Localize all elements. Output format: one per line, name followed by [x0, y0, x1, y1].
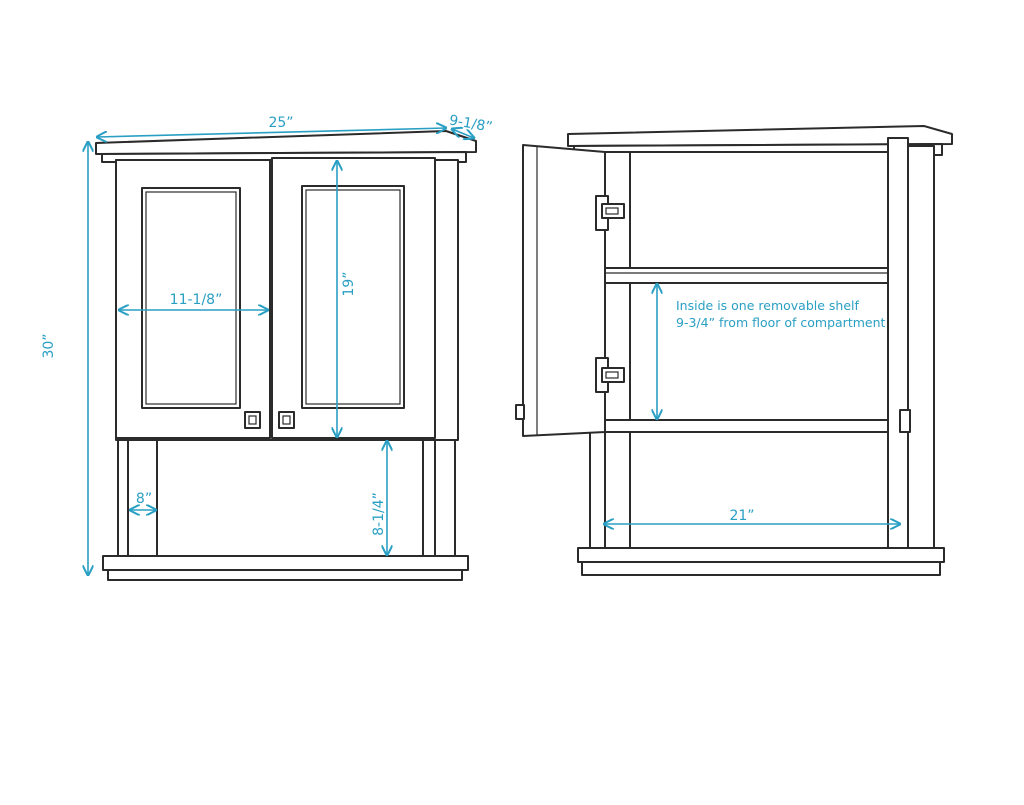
door-width-label: 11-1/8”	[170, 292, 223, 308]
front-view-cabinet	[95, 130, 477, 581]
crown-molding	[95, 130, 477, 155]
open-view-cabinet	[515, 125, 953, 576]
shelf-note-line2: 9-3/4” from floor of compartment	[676, 315, 886, 330]
right-side-outer	[907, 145, 935, 553]
base-open	[577, 547, 945, 563]
open-shelf-depth-label: 8”	[136, 491, 152, 507]
left-leg	[117, 439, 129, 557]
height-label: 30”	[41, 333, 57, 358]
right-door-panel	[301, 185, 405, 409]
base	[102, 555, 469, 571]
right-leg-side	[434, 439, 456, 557]
crown-molding-open	[567, 125, 953, 147]
width-label: 25”	[268, 115, 293, 131]
right-side-panel	[887, 137, 909, 551]
base-trim	[107, 569, 463, 581]
lower-shelf	[604, 419, 889, 433]
open-door	[522, 144, 606, 437]
door-height-label: 19”	[341, 271, 357, 296]
front-dimensions: 30” 25” 9-1/8” 11-1/8” 19” 8” 8-1/4”	[41, 112, 494, 575]
right-knob	[278, 411, 295, 429]
right-leg	[422, 439, 436, 557]
open-shelf-height-label: 8-1/4”	[371, 492, 387, 536]
cabinet-back	[589, 151, 909, 551]
lower-hinge-icon	[595, 357, 625, 393]
left-knob	[244, 411, 261, 429]
left-leg-side	[127, 439, 158, 557]
upper-hinge-icon	[595, 195, 625, 231]
interior-width-label: 21”	[729, 508, 754, 524]
door-latch	[515, 404, 525, 420]
open-dimensions: Inside is one removable shelf 9-3/4” fro…	[604, 284, 900, 524]
depth-label: 9-1/8”	[448, 112, 494, 135]
left-door-panel	[141, 187, 241, 409]
shelf-note-line1: Inside is one removable shelf	[676, 298, 859, 313]
base-trim-open	[581, 561, 941, 576]
